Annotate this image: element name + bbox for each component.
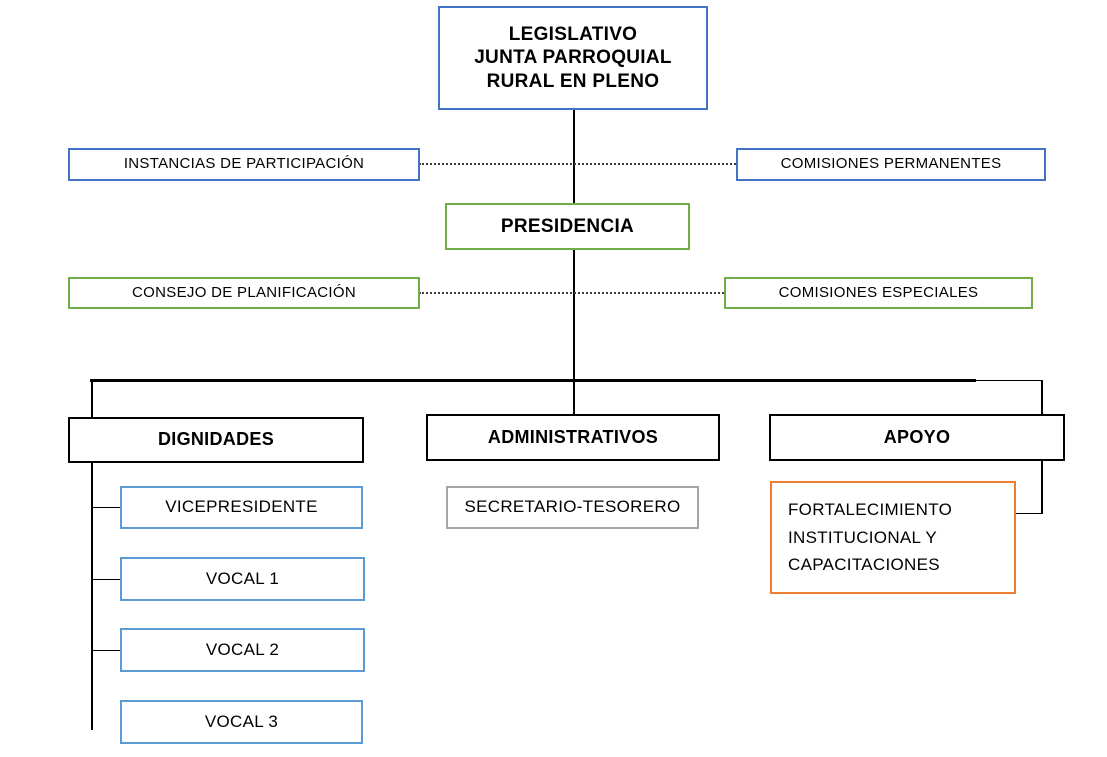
node-vicepresidente-label: VICEPRESIDENTE: [165, 497, 318, 517]
node-administrativos[interactable]: ADMINISTRATIVOS: [426, 414, 720, 461]
node-consejo-planificacion-label: CONSEJO DE PLANIFICACIÓN: [132, 283, 356, 301]
connector-horizontal-bus: [90, 379, 976, 382]
node-instancias-participacion-label: INSTANCIAS DE PARTICIPACIÓN: [123, 155, 365, 173]
node-fortalecimiento-line-3: CAPACITACIONES: [788, 555, 940, 575]
connector-stub-vocal-2: [91, 650, 121, 651]
node-legislativo-line-2: JUNTA PARROQUIAL: [474, 47, 672, 69]
node-consejo-planificacion[interactable]: CONSEJO DE PLANIFICACIÓN: [68, 277, 420, 309]
node-vicepresidente[interactable]: VICEPRESIDENTE: [120, 486, 363, 529]
node-dignidades-label: DIGNIDADES: [157, 429, 274, 450]
node-comisiones-permanentes-label: COMISIONES PERMANENTES: [780, 155, 1002, 173]
dotted-connector-consejo-comisiones-especiales: [419, 292, 724, 294]
node-legislativo-line-1: LEGISLATIVO: [508, 24, 638, 46]
connector-bus-administrativos: [573, 381, 575, 414]
node-administrativos-label: ADMINISTRATIVOS: [487, 426, 659, 447]
node-fortalecimiento-line-1: FORTALECIMIENTO: [788, 500, 953, 520]
node-comisiones-especiales[interactable]: COMISIONES ESPECIALES: [724, 277, 1033, 309]
node-comisiones-permanentes[interactable]: COMISIONES PERMANENTES: [736, 148, 1046, 181]
connector-horizontal-bus-extension: [975, 380, 1043, 381]
node-secretario-tesorero[interactable]: SECRETARIO-TESORERO: [446, 486, 699, 529]
dotted-connector-instancias-comisiones-permanentes: [419, 163, 736, 165]
node-legislativo-line-3: RURAL EN PLENO: [486, 70, 660, 92]
node-fortalecimiento-institucional[interactable]: FORTALECIMIENTO INSTITUCIONAL Y CAPACITA…: [770, 481, 1016, 594]
node-legislativo[interactable]: LEGISLATIVO JUNTA PARROQUIAL RURAL EN PL…: [438, 6, 708, 110]
connector-stub-vicepresidente: [91, 507, 121, 508]
connector-apoyo-fortalecimiento: [1016, 513, 1043, 514]
connector-dignidades-spine: [91, 462, 93, 730]
node-presidencia-label: PRESIDENCIA: [500, 215, 635, 237]
node-apoyo[interactable]: APOYO: [769, 414, 1065, 461]
connector-presidencia-bus: [573, 250, 575, 380]
node-comisiones-especiales-label: COMISIONES ESPECIALES: [778, 283, 979, 301]
node-secretario-tesorero-label: SECRETARIO-TESORERO: [464, 497, 681, 517]
node-presidencia[interactable]: PRESIDENCIA: [445, 203, 690, 250]
node-vocal-3-label: VOCAL 3: [204, 711, 279, 731]
node-apoyo-label: APOYO: [883, 426, 951, 447]
node-vocal-2-label: VOCAL 2: [205, 639, 280, 659]
connector-stub-vocal-1: [91, 579, 121, 580]
node-vocal-2[interactable]: VOCAL 2: [120, 628, 365, 672]
node-fortalecimiento-line-2: INSTITUCIONAL Y: [788, 527, 938, 547]
node-vocal-3[interactable]: VOCAL 3: [120, 700, 363, 744]
connector-bus-dignidades: [91, 381, 93, 417]
node-instancias-participacion[interactable]: INSTANCIAS DE PARTICIPACIÓN: [68, 148, 420, 181]
node-vocal-1[interactable]: VOCAL 1: [120, 557, 365, 601]
node-vocal-1-label: VOCAL 1: [205, 568, 280, 588]
node-dignidades[interactable]: DIGNIDADES: [68, 417, 364, 463]
connector-legislativo-presidencia: [573, 110, 575, 203]
